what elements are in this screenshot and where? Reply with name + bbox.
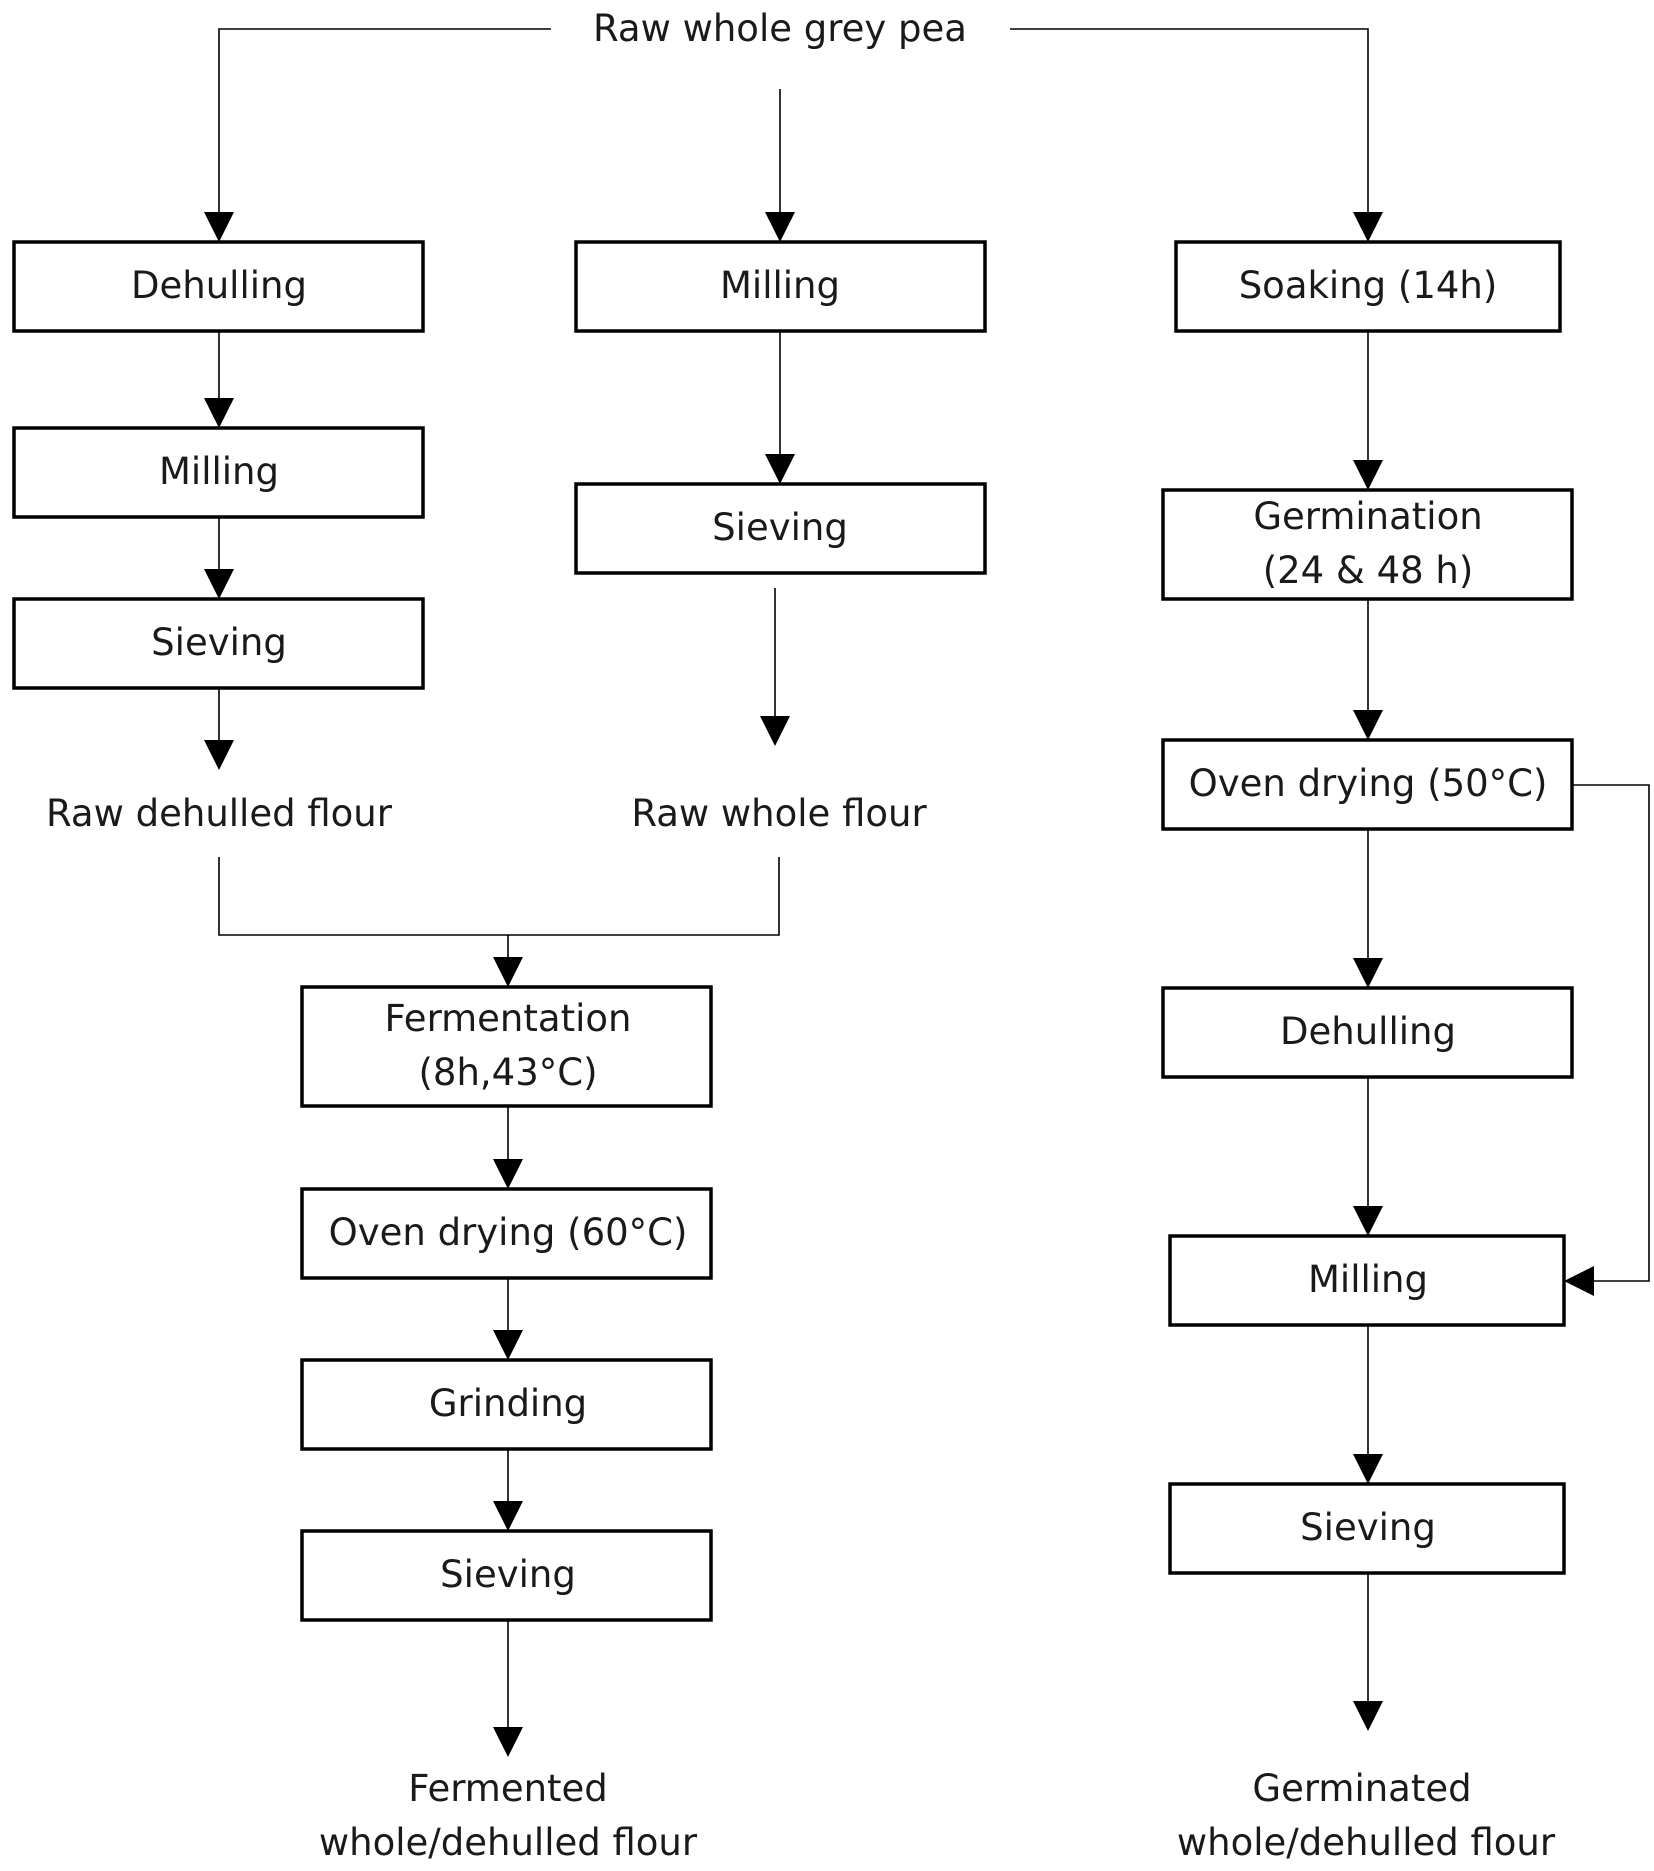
germinated-output-line1: Germinated: [1252, 1767, 1472, 1810]
right-sieving-box: [1168, 1482, 1566, 1575]
right-milling-box: [1168, 1234, 1566, 1327]
germination-label-line1: Germination: [1253, 495, 1483, 538]
grinding-box: [300, 1358, 713, 1451]
middle-sieving-label: Sieving: [712, 506, 848, 549]
oven-drying-60-box: [300, 1187, 713, 1280]
left-dehulling-label: Dehulling: [131, 264, 307, 307]
left-sieving-label: Sieving: [151, 621, 287, 664]
germination-label-line2: (24 & 48 h): [1262, 549, 1474, 592]
fermentation-label-line2: (8h,43°C): [418, 1051, 598, 1094]
right-dehulling-label: Dehulling: [1280, 1010, 1456, 1053]
germinated-output-line2: whole/dehulled flour: [1176, 1821, 1556, 1864]
fermentation-box: [300, 985, 713, 1108]
fermentation-sieving-label: Sieving: [440, 1553, 576, 1596]
left-milling-box: [12, 426, 425, 519]
left-dehulling-box: [12, 240, 425, 333]
soaking-label: Soaking (14h): [1238, 264, 1498, 307]
fermented-output-line1: Fermented: [408, 1767, 608, 1810]
oven-drying-60-label: Oven drying (60°C): [328, 1211, 688, 1254]
soaking-box: [1174, 240, 1562, 333]
raw-dehulled-flour-label: Raw dehulled flour: [46, 792, 392, 835]
right-sieving-label: Sieving: [1300, 1506, 1436, 1549]
oven-drying-50-label: Oven drying (50°C): [1188, 762, 1548, 805]
left-milling-label: Milling: [159, 450, 279, 493]
middle-milling-label: Milling: [720, 264, 840, 307]
start-label: Raw whole grey pea: [593, 7, 967, 50]
fermented-output-line2: whole/dehulled flour: [318, 1821, 698, 1864]
germination-box: [1161, 488, 1574, 601]
arrowheads: [204, 212, 1594, 1757]
right-milling-label: Milling: [1308, 1258, 1428, 1301]
raw-whole-flour-label: Raw whole flour: [631, 792, 927, 835]
oven-drying-50-box: [1161, 738, 1574, 831]
middle-sieving-box: [574, 482, 987, 575]
grinding-label: Grinding: [428, 1382, 588, 1425]
fermentation-label-line1: Fermentation: [384, 997, 632, 1040]
connector-lines: [218, 28, 1650, 1727]
fermentation-sieving-box: [300, 1529, 713, 1622]
middle-milling-box: [574, 240, 987, 333]
